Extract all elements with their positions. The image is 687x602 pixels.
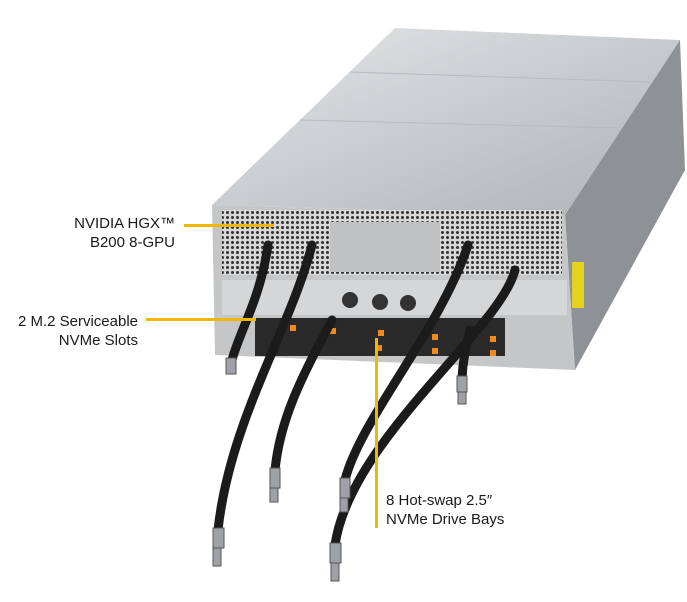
callout-gpu-line1: NVIDIA HGX™ [74,215,175,232]
callout-gpu-line2: B200 8-GPU [89,234,175,251]
callout-m2-line1: 2 M.2 Serviceable [17,313,138,330]
callout-gpu-leader [184,224,274,227]
callout-drives-line1: 8 Hot-swap 2.5″ [386,492,493,509]
callout-drives-line2: NVMe Drive Bays [386,511,505,528]
callout-m2: 2 M.2 Serviceable NVMe Slots [0,312,138,350]
callout-drives-leader [375,338,378,528]
hose-connectors [212,357,468,582]
chassis-side [565,40,685,370]
callout-gpu: NVIDIA HGX™ B200 8-GPU [40,214,175,252]
chassis-top [212,28,680,215]
callout-m2-leader [146,318,256,321]
io-tray [222,280,567,315]
callout-drives: 8 Hot-swap 2.5″ NVMe Drive Bays [386,491,586,529]
callout-m2-line2: NVMe Slots [58,332,138,349]
